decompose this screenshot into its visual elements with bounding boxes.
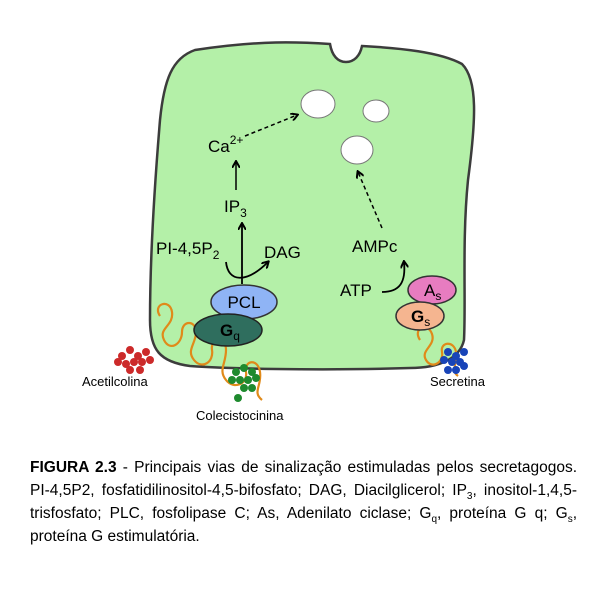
- caption-text-4: , proteína G estimulatória.: [30, 505, 577, 545]
- acetilcolina-molecule: [126, 346, 134, 354]
- colecistocinina-label: Colecistocinina: [196, 408, 284, 423]
- colecistocinina-molecule: [236, 376, 244, 384]
- secretina-label: Secretina: [430, 374, 486, 389]
- pcl-label: PCL: [227, 293, 260, 312]
- colecistocinina-molecule: [232, 368, 240, 376]
- secretina-molecule: [448, 358, 456, 366]
- colecistocinina-molecule: [240, 384, 248, 392]
- acetilcolina-molecule: [126, 366, 134, 374]
- secretina-molecule: [440, 356, 448, 364]
- caption-sub-3: s: [567, 514, 573, 526]
- colecistocinina-molecule: [244, 376, 252, 384]
- pip2-label: PI-4,5P2: [156, 239, 220, 262]
- gs-label: Gs: [411, 307, 430, 329]
- acetilcolina-molecules: [114, 346, 154, 374]
- ampc-to-vesicle-arrow: [358, 172, 383, 229]
- colecistocinina-molecule: [248, 384, 256, 392]
- secretina-molecule: [452, 352, 460, 360]
- caption-sub-2: q: [431, 514, 437, 526]
- vesicle: [362, 99, 390, 123]
- secretina-molecule: [460, 362, 468, 370]
- atp-label: ATP: [340, 281, 372, 300]
- secretina-molecules: [440, 348, 468, 374]
- colecistocinina-molecules: [228, 364, 260, 402]
- colecistocinina-molecule: [234, 394, 242, 402]
- secretina-molecule: [452, 366, 460, 374]
- gq-protein: [193, 313, 263, 347]
- acetilcolina-molecule: [114, 358, 122, 366]
- figure-label: FIGURA 2.3: [30, 459, 117, 476]
- colecistocinina-molecule: [248, 368, 256, 376]
- colecistocinina-molecule: [240, 364, 248, 372]
- caption-sub-1: 3: [466, 491, 473, 503]
- ip3-label: IP3: [224, 197, 247, 220]
- pip2-to-dag-arrow: [225, 262, 268, 279]
- acetilcolina-molecule: [122, 360, 130, 368]
- secretina-molecule: [460, 348, 468, 356]
- figure-caption: FIGURA 2.3 - Principais vias de sinaliza…: [30, 456, 577, 548]
- colecistocinina-molecule: [228, 376, 236, 384]
- acetilcolina-molecule: [134, 352, 142, 360]
- colecistocinina-molecule: [252, 374, 260, 382]
- caption-text-3: , proteína G q; G: [437, 505, 568, 522]
- ca-to-vesicle-arrow: [244, 115, 297, 137]
- acetilcolina-label: Acetilcolina: [82, 374, 149, 389]
- gs-protein: [395, 301, 445, 331]
- secretina-molecule: [444, 348, 452, 356]
- acetilcolina-molecule: [142, 348, 150, 356]
- atp-to-ampc-arrow: [381, 262, 404, 293]
- acetilcolina-molecule: [136, 366, 144, 374]
- acetilcolina-molecule: [118, 352, 126, 360]
- acetilcolina-molecule: [130, 358, 138, 366]
- ampc-label: AMPc: [352, 237, 398, 256]
- vesicle: [340, 135, 374, 165]
- caption-text-2: , inositol-1,4,5-trisfosfato; PLC, fosfo…: [30, 482, 577, 522]
- gq-label: Gq: [220, 321, 240, 343]
- dag-label: DAG: [264, 243, 301, 262]
- acetilcolina-molecule: [146, 356, 154, 364]
- secretina-molecule: [444, 366, 452, 374]
- acetilcolina-molecule: [138, 358, 146, 366]
- as-label: As: [424, 281, 441, 303]
- ca-label: Ca2+: [208, 133, 243, 156]
- caption-text-1: - Principais vias de sinalização estimul…: [30, 459, 577, 499]
- signaling-diagram: Ca2+ IP3 PI-4,5P2 DAG PCL Gq AMPc ATP As…: [82, 41, 486, 423]
- vesicle: [300, 89, 336, 119]
